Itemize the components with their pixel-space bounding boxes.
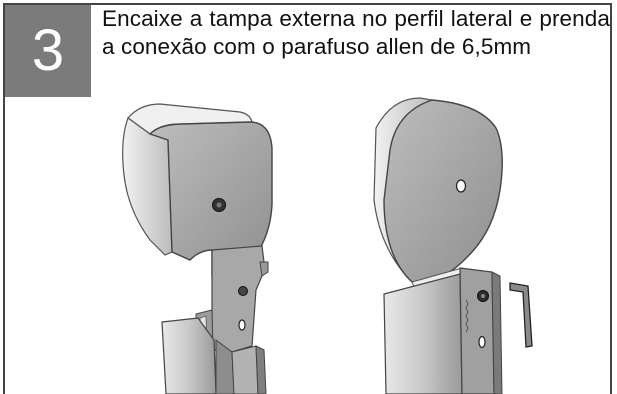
- step-frame: [3, 3, 612, 394]
- cover-profile-assembly-exploded-icon: [122, 103, 273, 394]
- step-number-box: 3: [5, 5, 91, 97]
- step-number: 3: [31, 18, 65, 83]
- step-instruction: Encaixe a tampa externa no perfil latera…: [102, 6, 610, 59]
- cover-profile-assembly-allen-screw-icon: [373, 97, 533, 394]
